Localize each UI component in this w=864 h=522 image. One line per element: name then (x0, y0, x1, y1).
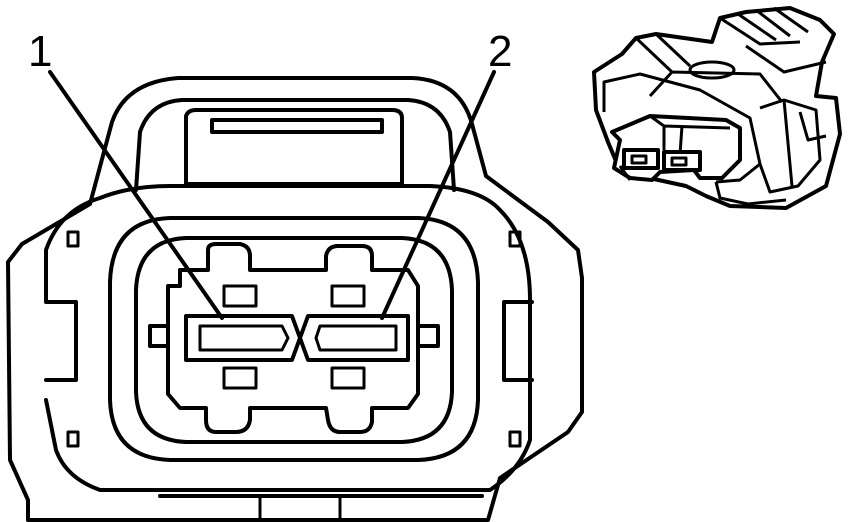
iso-terminal-2 (662, 150, 702, 172)
left-notch-bottom (66, 430, 80, 448)
terminal-cavity (166, 242, 420, 434)
terminal-1-lower-latch (222, 366, 258, 390)
iso-top-ribs (719, 6, 827, 74)
seal-ring-outer (108, 216, 480, 462)
iso-side-panel (758, 98, 827, 194)
lock-tab-outline (134, 98, 456, 192)
iso-top-face (634, 32, 784, 103)
terminal-2-lower-latch (330, 366, 366, 390)
right-notch-top (508, 230, 522, 248)
lock-tab-inner (184, 108, 404, 186)
iso-terminal-split (649, 114, 731, 155)
left-notch-top (66, 230, 80, 248)
iso-top-slot (688, 60, 736, 80)
terminal-1-upper-latch (222, 284, 258, 308)
callout-2-label: 2 (488, 27, 512, 76)
seal-ring-inner (134, 236, 454, 444)
iso-front-frame (602, 72, 762, 184)
left-guide-rib (44, 300, 78, 382)
callout-1-leader (48, 70, 224, 320)
connector-isometric-view (592, 6, 842, 210)
iso-terminal-2-slot (670, 156, 688, 167)
terminal-2-upper-latch (330, 284, 366, 308)
callout-1: 1 (28, 27, 224, 320)
callout-2-leader (380, 70, 496, 320)
right-guide-rib (502, 300, 534, 382)
right-notch-bottom (508, 430, 522, 448)
iso-terminal-1 (622, 148, 660, 170)
connector-face-inner (44, 184, 532, 492)
iso-bottom-edge (618, 165, 787, 206)
terminal-2-bevel (314, 324, 398, 352)
left-polarization-key (148, 324, 170, 348)
connector-face-view (6, 76, 584, 522)
terminal-1-bevel (198, 324, 290, 352)
connector-housing-outline (6, 76, 584, 522)
iso-terminal-1-slot (630, 154, 648, 165)
right-polarization-key (416, 324, 440, 348)
terminal-1 (184, 314, 302, 362)
callout-1-label: 1 (28, 27, 52, 76)
callout-2: 2 (380, 27, 512, 320)
lock-tab-latch (210, 118, 384, 134)
